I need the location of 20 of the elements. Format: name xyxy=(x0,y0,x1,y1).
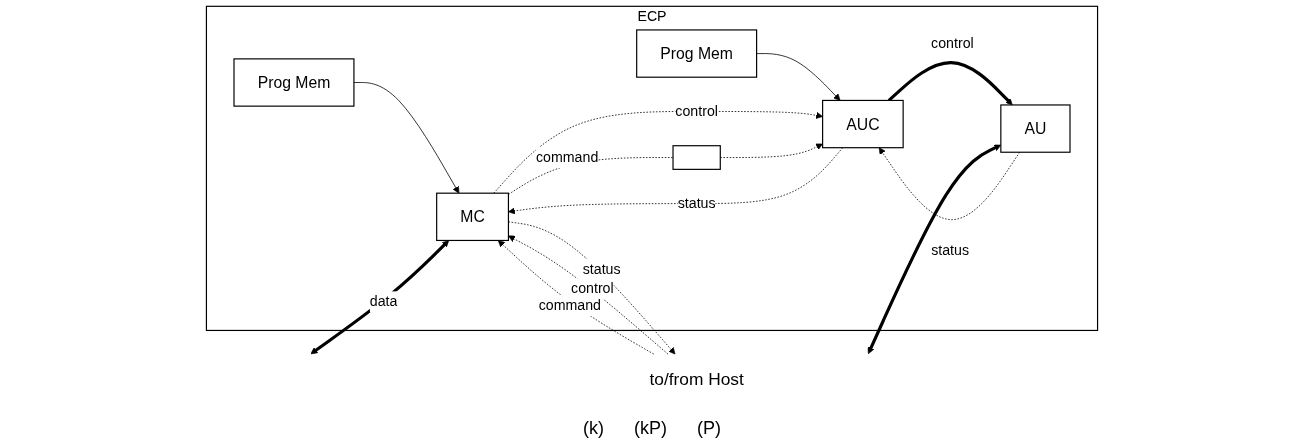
edge-label: control xyxy=(675,103,718,119)
node-box: Prog Mem xyxy=(636,29,758,78)
bus-label: (kP) xyxy=(634,418,667,439)
edge-label: control xyxy=(931,35,974,52)
bus-label: (k) xyxy=(583,418,604,439)
edge-label: control xyxy=(571,280,614,297)
edge-label: status xyxy=(582,261,621,278)
edge-label: data xyxy=(369,293,398,310)
edge-label: command xyxy=(538,297,601,314)
node-text: to/from Host xyxy=(649,369,744,389)
edge-label: command xyxy=(536,149,599,166)
node-box: Prog Mem xyxy=(233,58,355,107)
arrow xyxy=(887,61,1013,106)
node-box xyxy=(672,145,721,170)
node-box: MC xyxy=(436,192,510,242)
node-box: AU xyxy=(1000,104,1071,153)
edge-label: status xyxy=(677,195,716,212)
edge-label: status xyxy=(931,242,970,259)
node-box: AUC xyxy=(822,99,904,149)
bus-label: (P) xyxy=(697,418,721,439)
